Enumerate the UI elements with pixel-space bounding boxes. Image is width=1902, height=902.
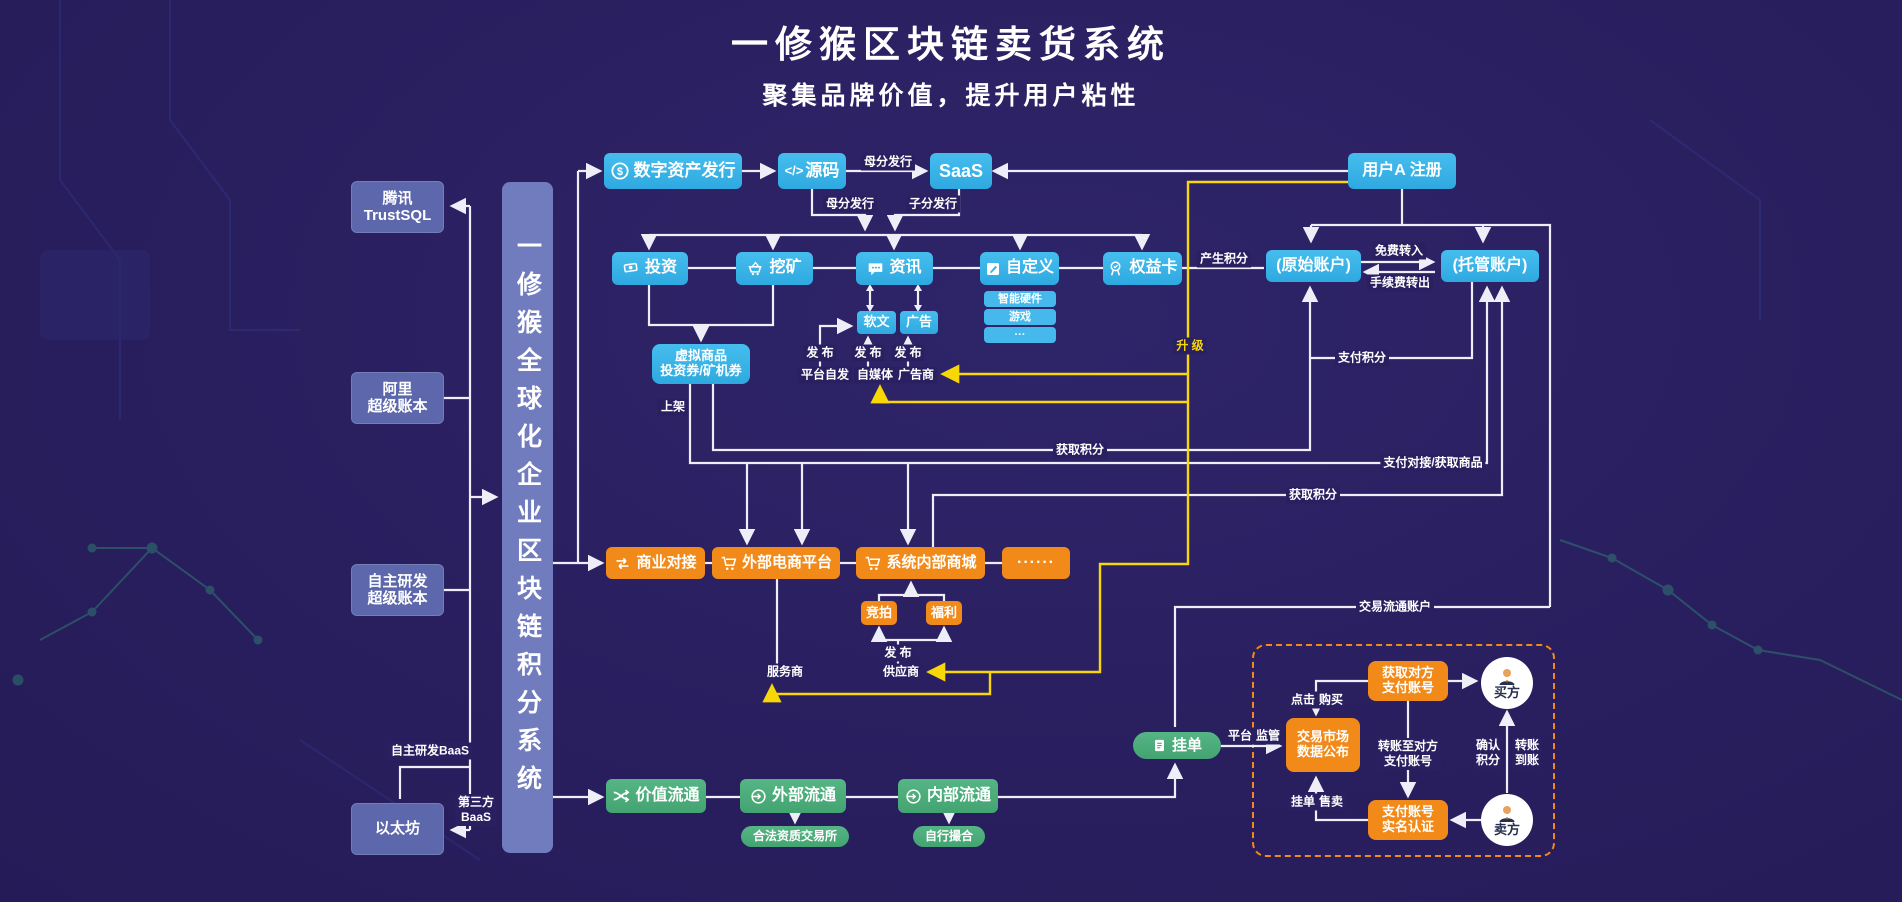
node-market-data-publish: 交易市场 数据公布 (1286, 718, 1360, 772)
edge-label-listing-goods: 上架 (657, 398, 689, 416)
node-user-a-register: 用户A 注册 (1348, 153, 1456, 189)
edge-label-transfer-arrived: 转账 到账 (1511, 737, 1543, 769)
edge-label-publish-b: 发 布 (851, 344, 885, 362)
edge-label-buy: 购买 (1315, 691, 1347, 709)
edge-label-free-transfer-in: 免费转入 (1371, 242, 1427, 260)
node-source-code: </> 源码 (778, 153, 846, 189)
node-advertisement: 广告 (900, 311, 938, 334)
edge-label-sell: 售卖 (1315, 793, 1347, 811)
node-external-circulation: 外部流通 (740, 779, 846, 813)
node-external-ecommerce: 外部电商平台 (712, 547, 840, 579)
node-licensed-exchange: 合法资质交易所 (741, 826, 849, 847)
node-internal-mall: 系统内部商城 (856, 547, 985, 579)
node-internal-circulation: 内部流通 (898, 779, 998, 813)
edge-label-self-media: 自媒体 (853, 366, 897, 384)
node-original-account: (原始账户) (1266, 250, 1361, 282)
system-bar-label: 一修猴全球化企业区块链积分系统 (513, 232, 542, 803)
cart-icon (866, 556, 881, 570)
edge-label-confirm-points: 确认 积分 (1472, 737, 1504, 769)
edge-label-pay-points: 支付积分 (1334, 349, 1390, 367)
person-icon (1499, 668, 1515, 685)
node-game: 游戏 (984, 309, 1056, 325)
node-payment-verification: 支付账号 实名认证 (1368, 800, 1448, 840)
edge-label-platform: 平台 (1224, 727, 1256, 745)
node-welfare: 福利 (926, 601, 962, 625)
edge-label-publish-a: 发 布 (803, 344, 837, 362)
edge-label-earn-points-1: 获取积分 (1052, 441, 1108, 459)
edge-label-earn-points-2: 获取积分 (1285, 486, 1341, 504)
swap-icon (617, 557, 629, 569)
node-self-matching: 自行撮合 (913, 826, 985, 847)
node-business-docking: 商业对接 (606, 547, 705, 579)
node-news: 资讯 (856, 252, 933, 285)
edge-label-advertiser: 广告商 (894, 366, 938, 384)
chat-icon (869, 263, 883, 276)
cycle-icon (906, 788, 921, 804)
node-custom: 自定义 (980, 252, 1059, 285)
edge-label-click: 点击 (1287, 691, 1319, 709)
edge-label-parent-issue-top: 母分发行 (860, 153, 916, 171)
edge-label-upgrade: 升 级 (1173, 337, 1207, 355)
node-saas: SaaS (930, 153, 992, 189)
edge-label-platform-self-publish: 平台自发 (797, 366, 853, 384)
edge-label-publish-c: 发 布 (891, 344, 925, 362)
shuffle-icon (614, 789, 630, 803)
system-bar: 一修猴全球化企业区块链积分系统 (502, 182, 553, 853)
code-icon: </> (784, 162, 804, 178)
page-title: 一修猴区块链卖货系统 (731, 24, 1171, 65)
edge-label-thirdparty-baas: 第三方 BaaS (454, 794, 498, 826)
edge-label-supplier: 供应商 (879, 663, 923, 681)
page-subtitle: 聚集品牌价值，提升用户粘性 (762, 82, 1140, 110)
edge-label-trade-circulation-account: 交易流通账户 (1355, 598, 1435, 616)
edge-label-child-issue: 子分发行 (905, 195, 961, 213)
doc-icon (1154, 739, 1164, 752)
node-digital-asset-issuance: $ 数字资产发行 (604, 153, 742, 189)
coin-icon: $ (610, 162, 629, 180)
node-listing: 挂单 (1133, 732, 1221, 759)
node-get-counterparty-account: 获取对方 支付账号 (1368, 661, 1448, 701)
edge-label-transfer-to-counterparty: 转账至对方 支付账号 (1374, 738, 1442, 770)
pencil-icon (986, 262, 999, 275)
edge-label-fee-transfer-out: 手续费转出 (1366, 274, 1434, 292)
money-icon (623, 262, 638, 273)
node-value-circulation: 价值流通 (606, 779, 706, 813)
node-escrow-account: (托管账户) (1441, 250, 1539, 282)
edge-label-publish-d: 发 布 (881, 644, 915, 662)
platform-ethereum: 以太坊 (351, 803, 444, 855)
node-mining: 挖矿 (736, 252, 813, 285)
edge-label-payment-dock: 支付对接/获取商品 (1380, 454, 1486, 472)
edge-label-parent-issue: 母分发行 (822, 195, 878, 213)
decor-network-left (12, 542, 263, 686)
platform-self-developed-ledger: 自主研发 超级账本 (351, 564, 444, 616)
node-more-custom: ··· (984, 327, 1056, 343)
person-icon (1499, 805, 1515, 822)
cart-icon (721, 556, 737, 570)
node-invest: 投资 (612, 252, 688, 285)
edge-label-self-developed-baas: 自主研发BaaS (387, 742, 473, 760)
node-virtual-goods: 虚拟商品 投资券/矿机券 (652, 344, 750, 384)
buyer-avatar: 买方 (1481, 657, 1533, 709)
edge-label-list-order: 挂单 (1287, 793, 1319, 811)
svg-text:$: $ (617, 166, 623, 178)
node-smart-hardware: 智能硬件 (984, 291, 1056, 307)
decor-circuit (40, 0, 1761, 861)
edge-label-service-provider: 服务商 (763, 663, 807, 681)
mine-cart-icon (748, 261, 763, 276)
platform-ali-hyperledger: 阿里 超级账本 (351, 372, 444, 424)
cycle-icon (751, 788, 766, 804)
seller-avatar: 卖方 (1481, 794, 1533, 846)
trade-flow-panel (1252, 644, 1555, 857)
edge-label-supervision: 监管 (1252, 727, 1284, 745)
node-auction: 竞拍 (861, 601, 897, 625)
node-soft-article: 软文 (857, 311, 896, 334)
decor-network-right (1559, 539, 1902, 701)
edge-label-generate-points: 产生积分 (1196, 250, 1252, 268)
node-more-channels: ······ (1002, 547, 1070, 579)
badge-icon (1110, 261, 1121, 276)
node-rights-card: 权益卡 (1103, 252, 1182, 285)
platform-tencent-trustsql: 腾讯 TrustSQL (351, 181, 444, 233)
